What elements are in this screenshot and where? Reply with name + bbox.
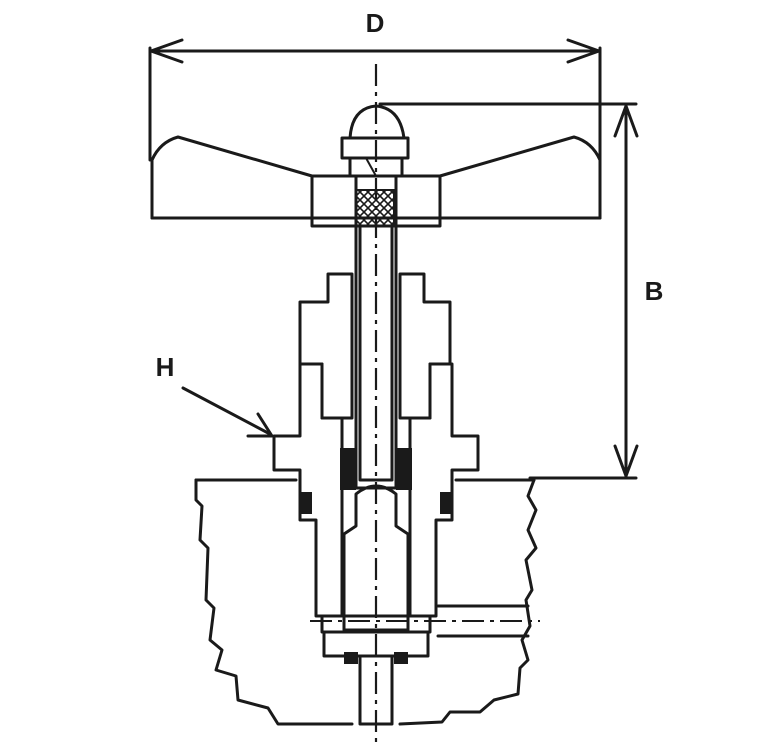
valve-body — [194, 478, 540, 726]
dimension-d: D — [148, 8, 602, 162]
nut-callout: H — [156, 352, 274, 438]
dimension-b-label: B — [645, 276, 664, 306]
union-nut — [272, 362, 480, 618]
nut-label: H — [156, 352, 175, 382]
dimension-d-label: D — [366, 8, 385, 38]
dimension-b: B — [378, 102, 664, 480]
